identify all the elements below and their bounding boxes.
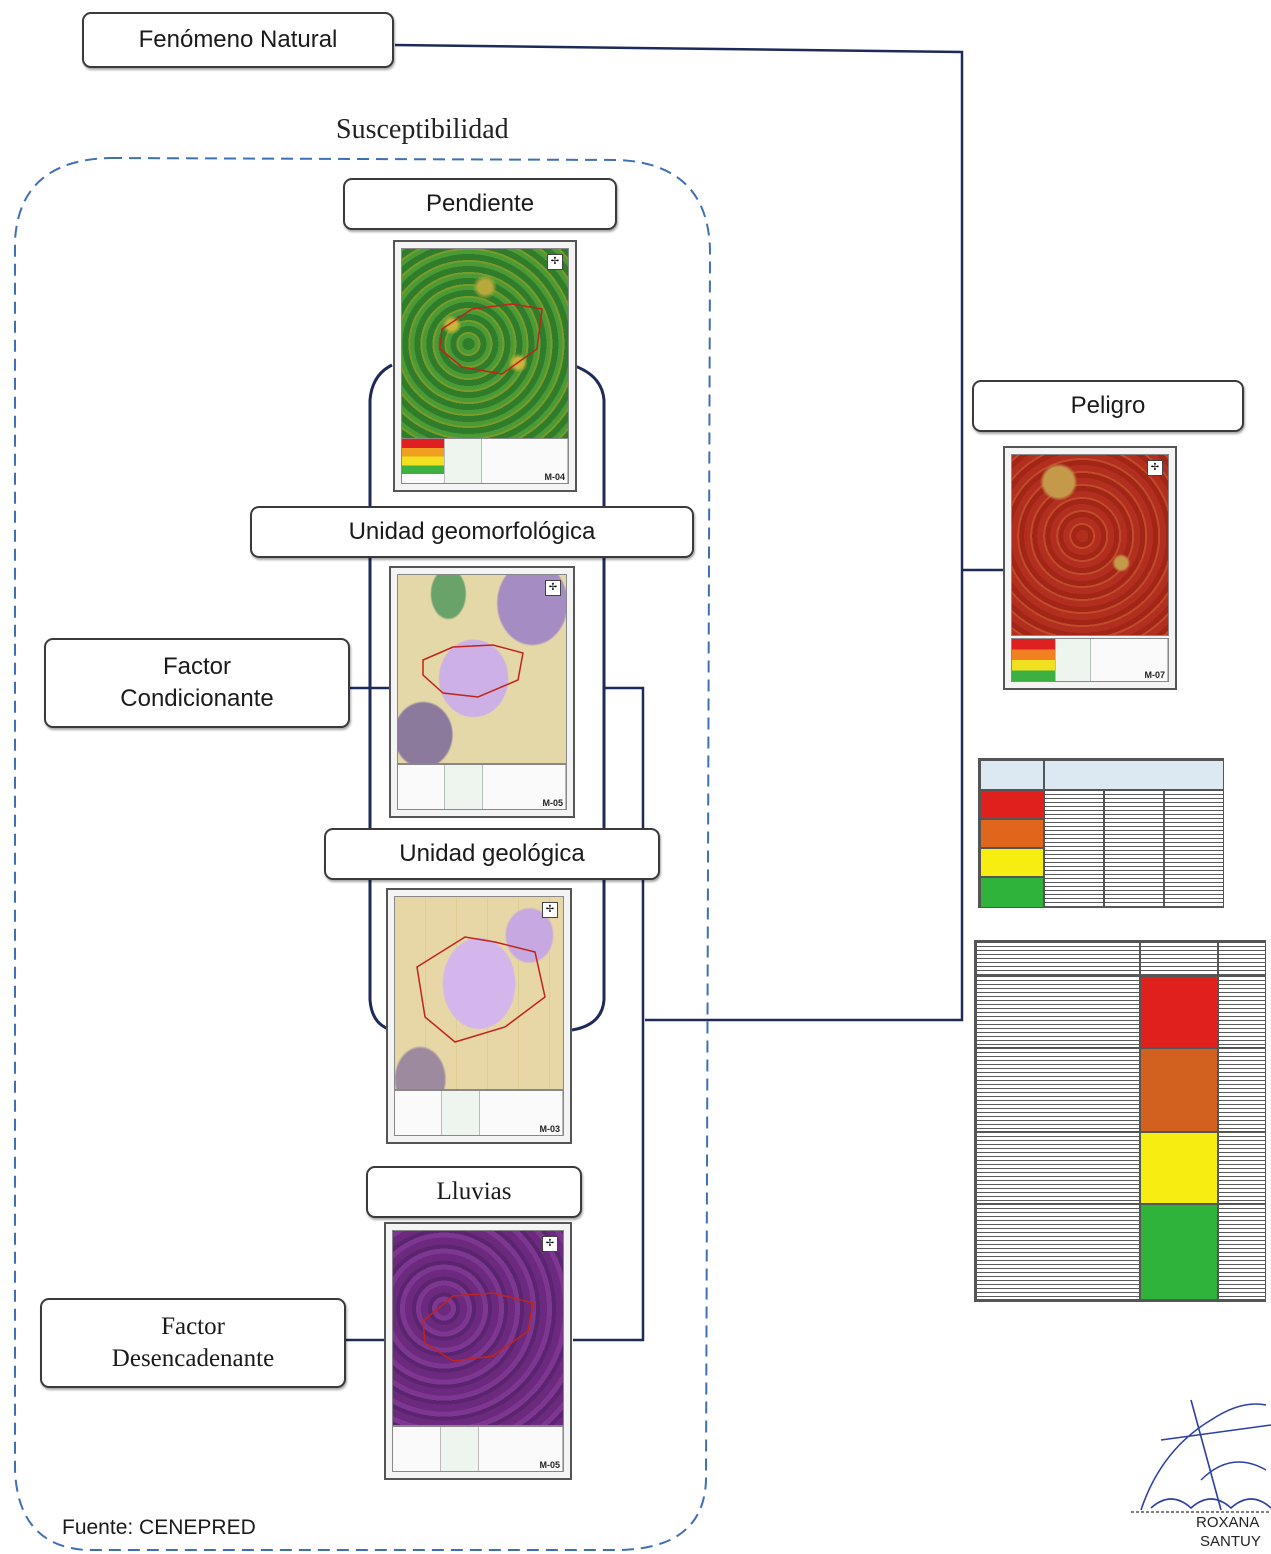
table-header-cell <box>976 942 1140 976</box>
pendiente-map-image: ✢ <box>401 248 569 440</box>
geomorfologica-map-legend <box>397 764 567 810</box>
study-area-outline <box>416 936 546 1043</box>
lluvias-label: Lluvias <box>436 1178 512 1205</box>
unidad-geologica-box: Unidad geológica <box>324 828 660 880</box>
study-area-outline <box>439 303 543 375</box>
table-header-cell <box>1218 942 1266 976</box>
table-header-cell <box>980 760 1044 790</box>
unidad-geomorfologica-label: Unidad geomorfológica <box>348 518 596 545</box>
bracket-condicionante-right <box>571 363 606 1032</box>
table-header-cell <box>1044 760 1224 790</box>
peligro-map-image: ✢ <box>1011 454 1169 636</box>
hazard-color-bajo <box>1140 1204 1218 1300</box>
susceptibilidad-label: Susceptibilidad <box>336 114 509 145</box>
hazard-row-bajo <box>980 877 1044 908</box>
study-area-outline <box>422 1292 534 1362</box>
table-cell <box>1044 790 1104 908</box>
hazard-color-muy-alto <box>1140 976 1218 1048</box>
peligro-map: ✢ M-07 <box>1003 446 1177 690</box>
table-cell <box>976 976 1140 1048</box>
north-arrow-icon: ✢ <box>542 1236 558 1252</box>
unidad-geomorfologica-box: Unidad geomorfológica <box>250 506 694 558</box>
source-label: Fuente: CENEPRED <box>62 1516 256 1539</box>
pendiente-map-code: M-04 <box>544 472 565 482</box>
table-cell <box>976 1204 1140 1300</box>
lluvias-map: ✢ M-05 <box>384 1222 572 1480</box>
table-cell <box>976 1132 1140 1204</box>
table-cell <box>1104 790 1164 908</box>
hazard-color-alto <box>1140 1048 1218 1132</box>
pendiente-box: Pendiente <box>343 178 617 230</box>
lluvias-box: Lluvias <box>366 1166 582 1218</box>
table-cell <box>1164 790 1224 908</box>
pendiente-label: Pendiente <box>425 190 535 217</box>
hazard-row-alto <box>980 819 1044 848</box>
geologica-map: ✢ M-03 <box>386 888 572 1144</box>
hazard-description-table <box>974 940 1266 1302</box>
fenomeno-natural-label: Fenómeno Natural <box>138 26 338 53</box>
connector-right-bracket <box>573 686 645 1342</box>
lluvias-map-code: M-05 <box>539 1460 560 1470</box>
fenomeno-natural-box: Fenómeno Natural <box>82 12 394 68</box>
table-cell <box>1218 1204 1266 1300</box>
factor-condicionante-line2: Condicionante <box>120 685 274 712</box>
table-header-cell <box>1140 942 1218 976</box>
factor-condicionante-box: Factor Condicionante <box>44 638 350 728</box>
table-cell <box>1218 1132 1266 1204</box>
connector-fenomeno-peligro <box>394 43 964 1022</box>
geologica-map-legend <box>394 1090 564 1136</box>
table-cell <box>1218 976 1266 1048</box>
geologica-map-code: M-03 <box>539 1124 560 1134</box>
lluvias-map-legend <box>392 1426 564 1472</box>
peligro-box: Peligro <box>972 380 1244 432</box>
peligro-label: Peligro <box>1070 392 1146 419</box>
hazard-row-medio <box>980 848 1044 877</box>
north-arrow-icon: ✢ <box>545 580 561 596</box>
unidad-geologica-label: Unidad geológica <box>399 840 585 867</box>
table-cell <box>1218 1048 1266 1132</box>
factor-desencadenante-box: Factor Desencadenante <box>40 1298 346 1388</box>
north-arrow-icon: ✢ <box>547 254 563 270</box>
hazard-level-table <box>978 758 1224 908</box>
peligro-map-legend <box>1011 638 1169 682</box>
signature-name-line1: ROXANA <box>1196 1514 1260 1531</box>
signature <box>1131 1399 1271 1513</box>
signature-name-line2: SANTUY <box>1200 1533 1261 1550</box>
study-area-outline <box>422 644 524 698</box>
geomorfologica-map-image: ✢ <box>397 574 567 764</box>
bracket-condicionante <box>368 363 393 1032</box>
pendiente-map-legend <box>401 438 569 484</box>
pendiente-map: ✢ M-04 <box>393 240 577 492</box>
hazard-row-muy-alto <box>980 790 1044 819</box>
geomorfologica-map: ✢ M-05 <box>389 566 575 818</box>
factor-condicionante-line1: Factor <box>162 652 231 680</box>
geologica-map-image: ✢ <box>394 896 564 1090</box>
table-cell <box>976 1048 1140 1132</box>
susceptibilidad-region <box>14 156 712 1551</box>
lluvias-map-image: ✢ <box>392 1230 564 1426</box>
peligro-map-code: M-07 <box>1144 670 1165 680</box>
factor-desencadenante-line1: Factor <box>161 1312 225 1340</box>
north-arrow-icon: ✢ <box>542 902 558 918</box>
hazard-color-medio <box>1140 1132 1218 1204</box>
north-arrow-icon: ✢ <box>1147 460 1163 476</box>
factor-desencadenante-line2: Desencadenante <box>111 1345 275 1372</box>
geomorfologica-map-code: M-05 <box>542 798 563 808</box>
